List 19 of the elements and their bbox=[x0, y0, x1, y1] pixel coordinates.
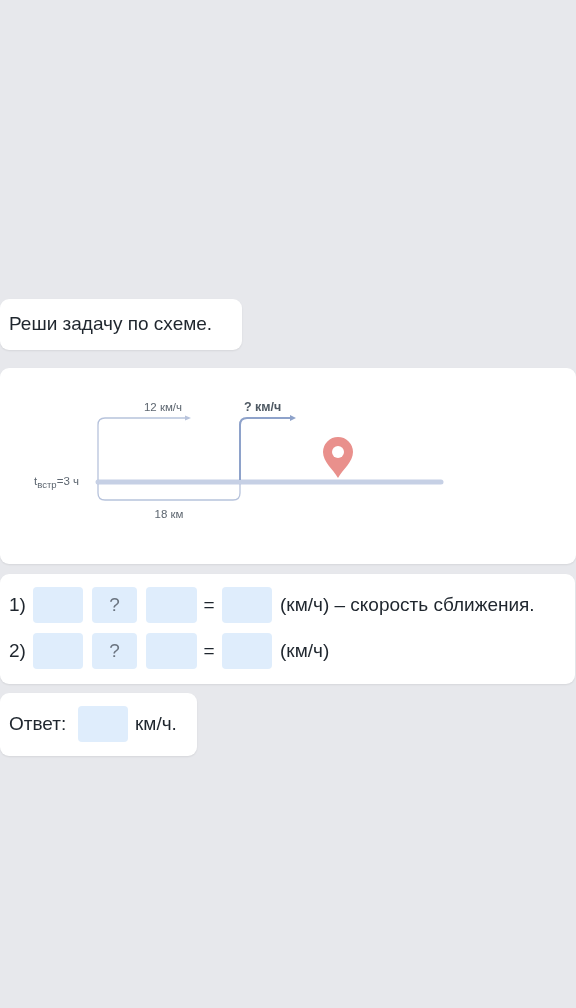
row-number: 1) bbox=[9, 593, 26, 617]
equals-sign: = bbox=[203, 593, 215, 617]
equals-sign: = bbox=[203, 639, 215, 663]
operator-select: ? bbox=[92, 633, 137, 669]
speed-label: 12 км/ч bbox=[143, 400, 183, 414]
unit-text: (км/ч) – скорость сближения. bbox=[280, 593, 535, 617]
scheme-panel bbox=[0, 368, 576, 564]
answer-card bbox=[0, 693, 197, 756]
row-number: 2) bbox=[9, 639, 26, 663]
time-label: t$_{встр}$=3 ч bbox=[34, 474, 79, 493]
operator-select: ? bbox=[92, 587, 137, 623]
distance-label: 18 км bbox=[154, 507, 184, 521]
unit-text: (км/ч) bbox=[280, 639, 330, 663]
instruction-text: Реши задачу по схеме. bbox=[9, 312, 213, 336]
answer-label: Ответ: bbox=[9, 712, 67, 736]
unit-text: км/ч. bbox=[135, 712, 177, 736]
speed-label: ? км/ч bbox=[244, 399, 282, 415]
equation-card bbox=[0, 574, 575, 684]
instruction-card bbox=[0, 299, 242, 350]
